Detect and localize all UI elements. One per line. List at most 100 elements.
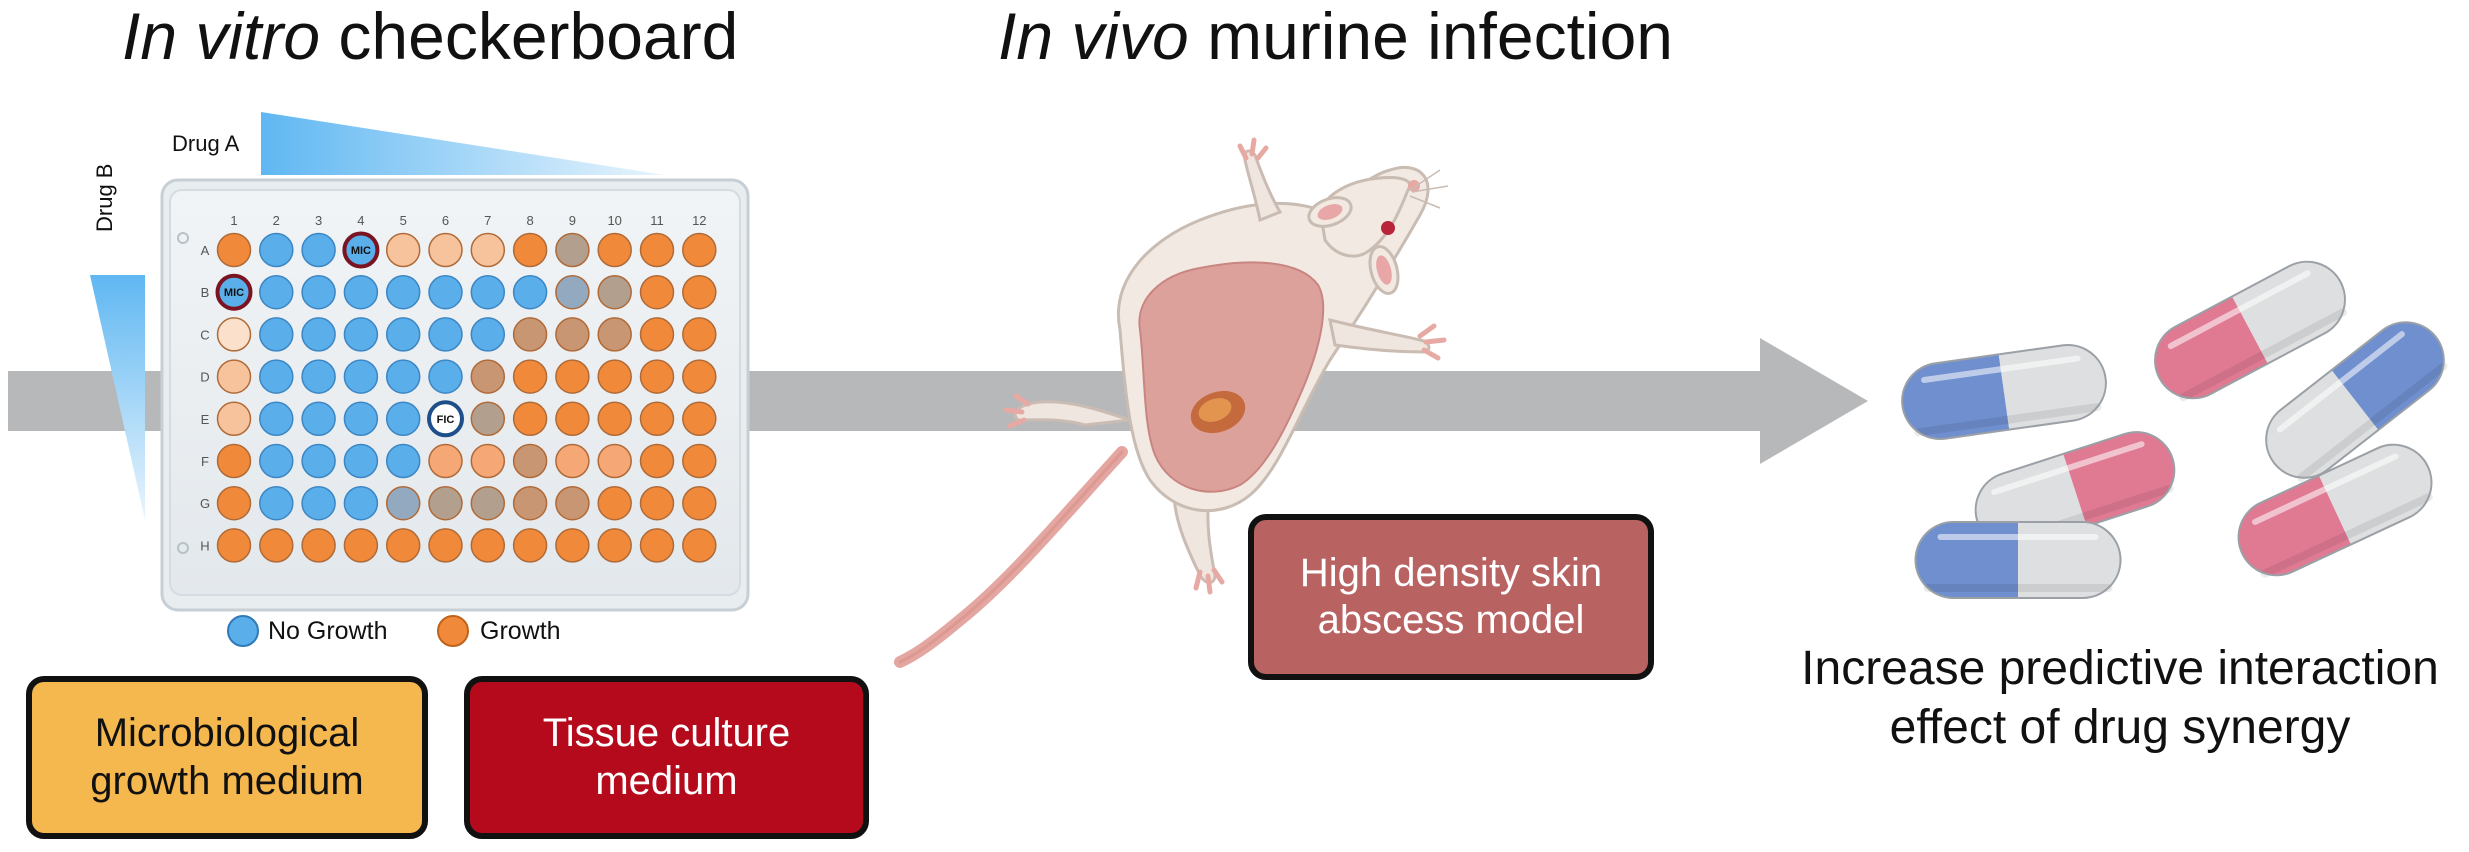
plate-well xyxy=(597,485,632,521)
plate-column-label: 2 xyxy=(273,213,280,228)
mouse-illustration xyxy=(894,137,1449,668)
plate-column-label: 4 xyxy=(357,213,364,228)
plate-row-label: H xyxy=(200,538,209,553)
drug-b-gradient xyxy=(90,275,145,520)
plate-well xyxy=(301,232,336,268)
plate-row-label: C xyxy=(200,327,209,342)
plate-well xyxy=(682,485,717,521)
plate-well xyxy=(639,274,675,310)
plate-column-label: 12 xyxy=(692,213,706,228)
abscess-model-box: High density skin abscess model xyxy=(1248,514,1654,680)
plate-well xyxy=(216,401,252,437)
plate-well xyxy=(682,274,717,310)
growth-label: Growth xyxy=(480,617,561,645)
plate-well xyxy=(301,401,336,437)
plate-well xyxy=(555,401,590,437)
plate-column-label: 3 xyxy=(315,213,322,228)
plate-well xyxy=(343,359,379,394)
plate-row-label: F xyxy=(201,454,209,469)
plate-row-label: E xyxy=(201,412,210,427)
plate-well xyxy=(385,443,421,479)
in-vivo-title-rest: murine infection xyxy=(1207,0,1673,73)
plate-well xyxy=(259,359,294,394)
mic-label: MIC xyxy=(224,287,244,299)
plate-well xyxy=(597,274,632,310)
plate-well xyxy=(597,317,632,352)
plate-well xyxy=(470,485,506,521)
plate-well xyxy=(682,528,717,563)
in-vitro-title-italic: In vitro xyxy=(122,0,321,73)
microbiological-medium-box: Microbiological growth medium xyxy=(26,676,428,839)
plate-row-label: D xyxy=(200,370,209,385)
in-vivo-title-italic: In vivo xyxy=(998,0,1189,73)
plate-well xyxy=(470,274,506,310)
plate-well xyxy=(343,443,379,479)
mic-label: MIC xyxy=(351,245,371,257)
plate-well xyxy=(512,274,548,310)
plate-well xyxy=(597,443,632,479)
plate-well xyxy=(301,443,336,479)
plate-well xyxy=(428,274,463,310)
plate-well xyxy=(470,232,506,268)
plate-well xyxy=(682,359,717,394)
plate-well xyxy=(343,317,379,352)
mic-well xyxy=(342,231,380,269)
plate-well xyxy=(639,485,675,521)
plate-well xyxy=(470,401,506,437)
plate-well xyxy=(259,443,294,479)
plate-well xyxy=(555,485,590,521)
plate-well xyxy=(512,317,548,352)
plate-well xyxy=(216,317,252,352)
plate-well xyxy=(512,443,548,479)
growth-legend-swatch xyxy=(437,615,469,647)
plate-column-label: 11 xyxy=(650,213,664,228)
plate-column-label: 8 xyxy=(526,213,533,228)
plate-well xyxy=(428,232,463,268)
plate-well xyxy=(470,359,506,394)
fic-label: FIC xyxy=(437,414,455,426)
plate-well xyxy=(470,528,506,563)
plate-row-label: A xyxy=(201,243,210,258)
plate-well xyxy=(385,274,421,310)
plate-well xyxy=(385,232,421,268)
plate-column-label: 6 xyxy=(442,213,449,228)
plate-column-label: 9 xyxy=(569,213,576,228)
abscess-model-text: High density skin abscess model xyxy=(1299,550,1603,642)
fic-well xyxy=(427,400,464,438)
plate-column-label: 1 xyxy=(230,213,237,228)
plate-well xyxy=(597,359,632,394)
in-vitro-title-rest: checkerboard xyxy=(338,0,739,73)
plate-well xyxy=(301,359,336,394)
drug-a-label: Drug A xyxy=(172,131,240,156)
plate-well xyxy=(682,443,717,479)
in-vivo-title: In vivo murine infection xyxy=(998,0,1673,74)
mic-well xyxy=(215,273,253,311)
plate-well xyxy=(343,485,379,521)
plate-well xyxy=(470,443,506,479)
plate-well xyxy=(512,485,548,521)
plate-well xyxy=(385,359,421,394)
plate-well xyxy=(555,443,590,479)
plate-well xyxy=(639,232,675,268)
plate-well xyxy=(216,232,252,268)
pill-group xyxy=(1901,260,2448,599)
plate-row-label: B xyxy=(201,285,210,300)
plate-well xyxy=(216,528,252,563)
plate-well xyxy=(639,443,675,479)
pill-capsule xyxy=(1901,344,2107,440)
pill-capsule xyxy=(2154,260,2348,402)
plate-well xyxy=(555,528,590,563)
tissue-culture-medium-box: Tissue culture medium xyxy=(464,676,869,839)
tissue-culture-medium-text: Tissue culture medium xyxy=(542,711,791,803)
plate-well xyxy=(512,232,548,268)
plate-well xyxy=(639,317,675,352)
plate-well xyxy=(428,359,463,394)
plate-well xyxy=(259,232,294,268)
plate-well xyxy=(555,317,590,352)
plate-well xyxy=(555,359,590,394)
plate-well xyxy=(259,274,294,310)
plate-well xyxy=(512,528,548,563)
plate-well xyxy=(428,317,463,352)
